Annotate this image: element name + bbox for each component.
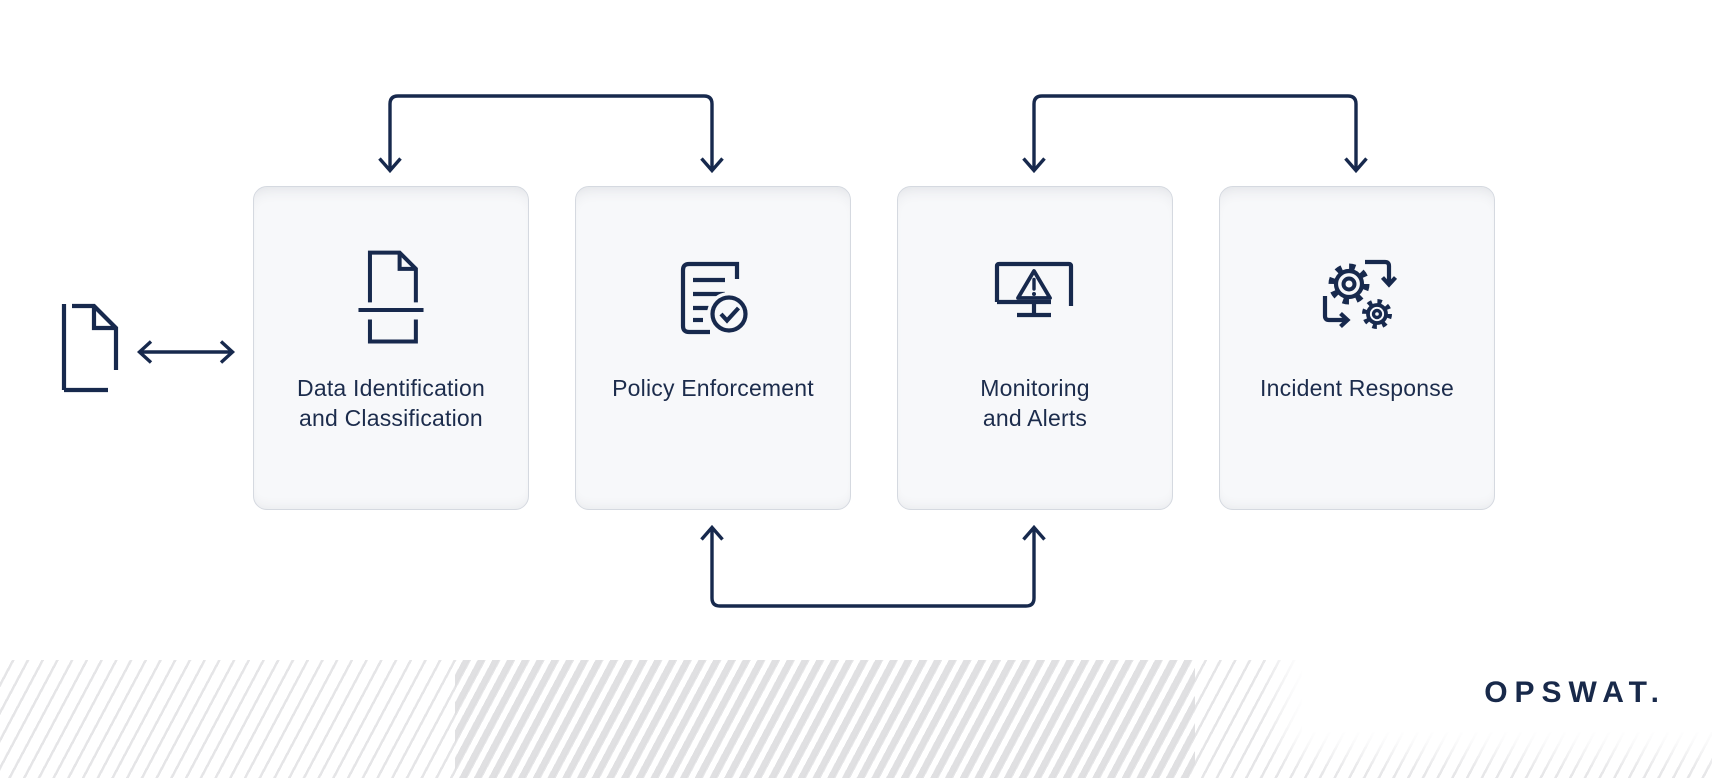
arrow-policy-enforcement-monitoring bbox=[700, 524, 1046, 608]
diagonal-stripes-heavy bbox=[455, 660, 1195, 778]
arrow-data-identification-policy-enforcement bbox=[378, 94, 724, 174]
card-monitoring-alerts: Monitoring and Alerts bbox=[897, 186, 1173, 510]
document-icon bbox=[61, 303, 119, 393]
card-icon-box bbox=[1309, 235, 1405, 361]
card-title: Monitoring and Alerts bbox=[980, 375, 1090, 431]
card-title: Policy Enforcement bbox=[612, 375, 814, 401]
card-title: Incident Response bbox=[1260, 375, 1454, 401]
card-icon-box bbox=[667, 235, 759, 361]
gears-cycle-icon bbox=[1322, 259, 1398, 329]
arrow-monitoring-incident-response bbox=[1022, 94, 1368, 174]
card-icon-box bbox=[347, 235, 435, 361]
card-incident-response: Incident Response bbox=[1219, 186, 1495, 510]
double-arrow-document-to-card bbox=[136, 340, 236, 364]
logo-background-patch bbox=[1302, 636, 1712, 732]
card-data-identification: Data Identification and Classification bbox=[253, 186, 529, 510]
card-title: Data Identification and Classification bbox=[297, 375, 485, 431]
card-policy-enforcement: Policy Enforcement bbox=[575, 186, 851, 510]
opswat-logo: OPSWAT. bbox=[1484, 676, 1666, 709]
document-scan-icon bbox=[358, 250, 424, 344]
document-check-icon bbox=[680, 261, 751, 336]
card-icon-box bbox=[989, 235, 1081, 361]
monitor-alert-icon bbox=[994, 261, 1074, 318]
